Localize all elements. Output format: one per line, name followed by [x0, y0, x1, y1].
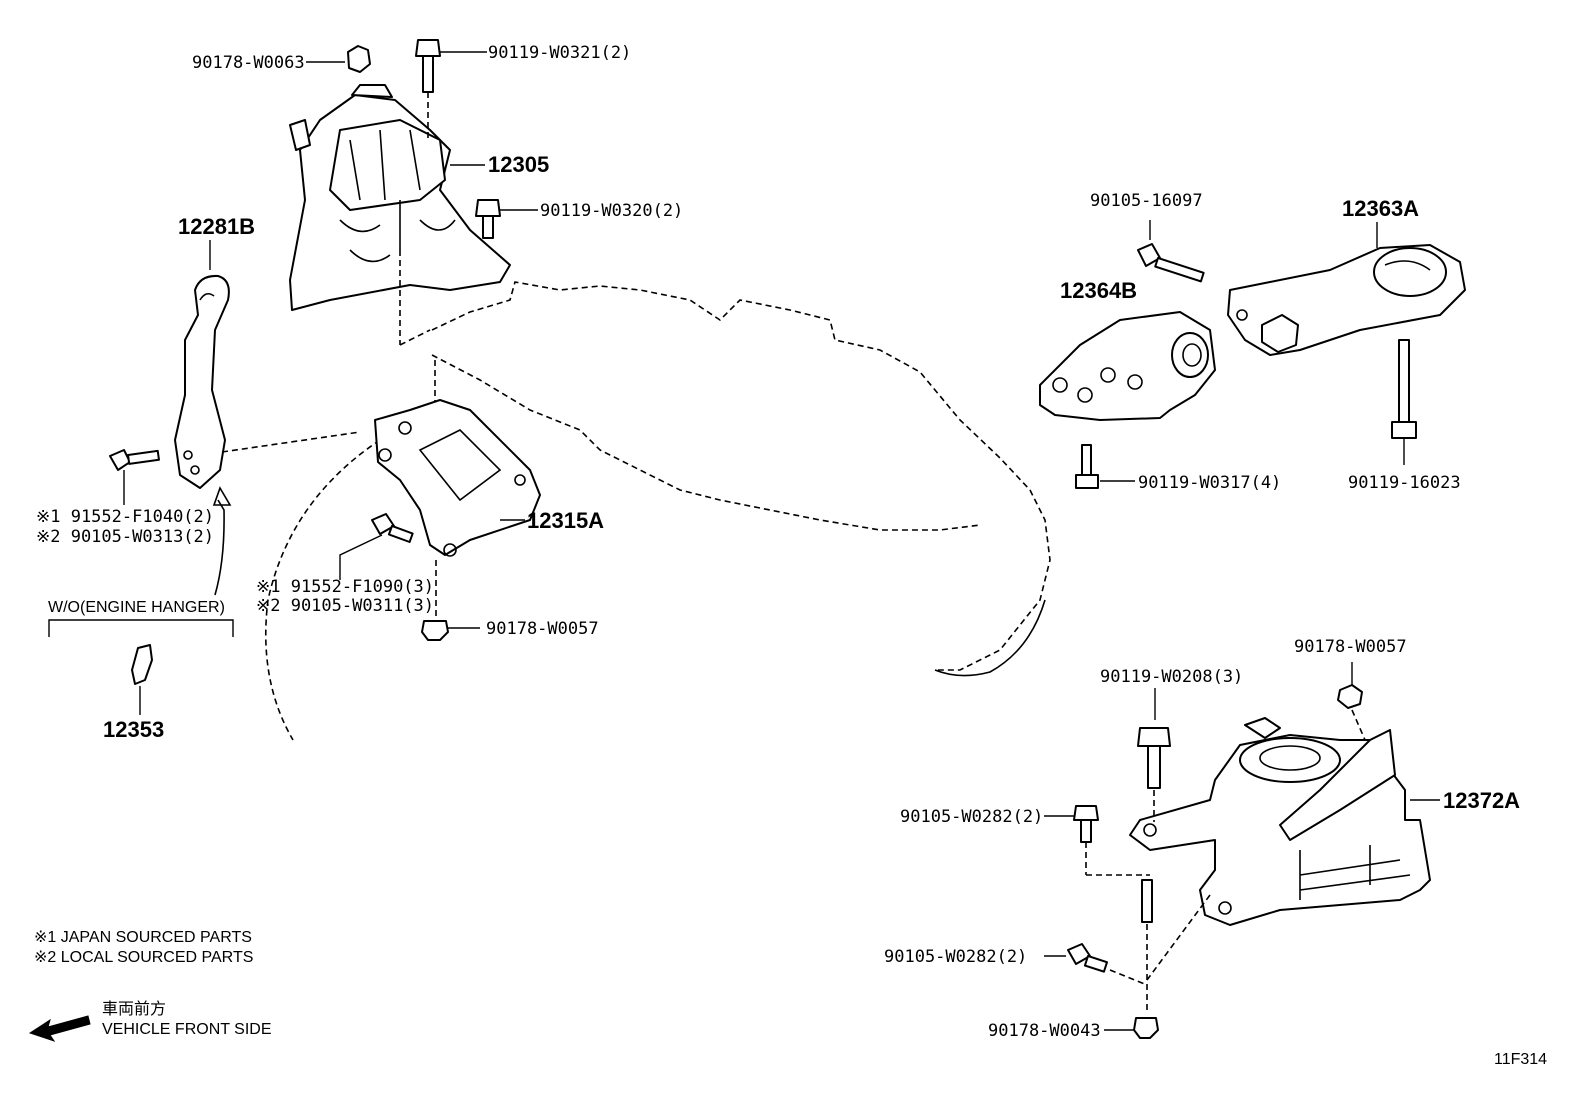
label-90119-W0208: 90119-W0208(3) [1100, 667, 1243, 687]
label-90105-W0282-upper: 90105-W0282(2) [900, 807, 1043, 827]
part-12353-drawing [131, 644, 153, 685]
bolt-90105-16097-drawing [1137, 243, 1205, 283]
label-90105-W0313: ※2 90105-W0313(2) [36, 527, 214, 547]
transmission-curve [264, 439, 381, 741]
label-90105-16097: 90105-16097 [1090, 191, 1203, 211]
bolt-90119-W0320-drawing [475, 199, 501, 239]
legend-local-sourced: ※2 LOCAL SOURCED PARTS [34, 949, 253, 966]
nut-90178-W0063-drawing [347, 45, 371, 73]
label-12315A: 12315A [527, 508, 604, 533]
label-12353: 12353 [103, 717, 164, 742]
diagram-code: 11F314 [1494, 1051, 1547, 1068]
label-engine-hanger: W/O(ENGINE HANGER) [48, 599, 225, 616]
front-arrow-icon [28, 1015, 91, 1042]
nut-90178-W0057-right-drawing [1337, 684, 1363, 709]
bolt-90119-W0321-drawing [415, 39, 441, 140]
bolt-90105-W0282-upper-drawing [1073, 805, 1099, 843]
label-90178-W0043: 90178-W0043 [988, 1021, 1101, 1041]
bolt-90119-W0317-drawing [1075, 444, 1099, 489]
direction-en: VEHICLE FRONT SIDE [102, 1021, 272, 1038]
label-90119-W0321: 90119-W0321(2) [488, 43, 631, 63]
nut-90178-W0043-drawing [1133, 1017, 1159, 1039]
label-12363A: 12363A [1342, 196, 1419, 221]
label-91552-F1040: ※1 91552-F1040(2) [36, 507, 214, 527]
part-12372A-drawing [1129, 717, 1431, 926]
legend-japan-sourced: ※1 JAPAN SOURCED PARTS [34, 929, 252, 946]
label-90119-16023: 90119-16023 [1348, 473, 1461, 493]
label-90105-W0311: ※2 90105-W0311(3) [256, 596, 434, 616]
engine-outline-curve [934, 599, 1046, 677]
engine-outline [431, 281, 1051, 671]
label-91552-F1090: ※1 91552-F1090(3) [256, 577, 434, 597]
part-12315A-drawing [374, 399, 541, 557]
part-12305-drawing [289, 84, 511, 311]
bolt-90119-W0208-drawing [1137, 727, 1171, 789]
part-12364B-drawing [1039, 311, 1216, 421]
label-90178-W0057-right: 90178-W0057 [1294, 637, 1407, 657]
label-12281B: 12281B [178, 214, 255, 239]
label-12305: 12305 [488, 152, 549, 177]
label-90178-W0057-left: 90178-W0057 [486, 619, 599, 639]
bolt-lower-drawing [1141, 879, 1153, 923]
label-90119-W0317: 90119-W0317(4) [1138, 473, 1281, 493]
bolt-90119-16023-drawing [1391, 339, 1417, 439]
nut-90178-W0057-left-drawing [421, 620, 449, 641]
direction-jp: 車両前方 [102, 1000, 166, 1018]
engine-outline-lower [431, 354, 981, 531]
label-90178-W0063: 90178-W0063 [192, 53, 305, 73]
part-12363A-drawing [1227, 244, 1466, 356]
label-12364B: 12364B [1060, 278, 1137, 303]
label-90105-W0282-lower: 90105-W0282(2) [884, 947, 1027, 967]
part-12281B-drawing [174, 274, 230, 489]
bolt-91552-F1090-drawing [371, 513, 414, 543]
label-90119-W0320: 90119-W0320(2) [540, 201, 683, 221]
bolt-91552-F1040-drawing [109, 449, 160, 471]
label-12372A: 12372A [1443, 788, 1520, 813]
bolt-90105-W0282-lower-drawing [1067, 943, 1109, 973]
